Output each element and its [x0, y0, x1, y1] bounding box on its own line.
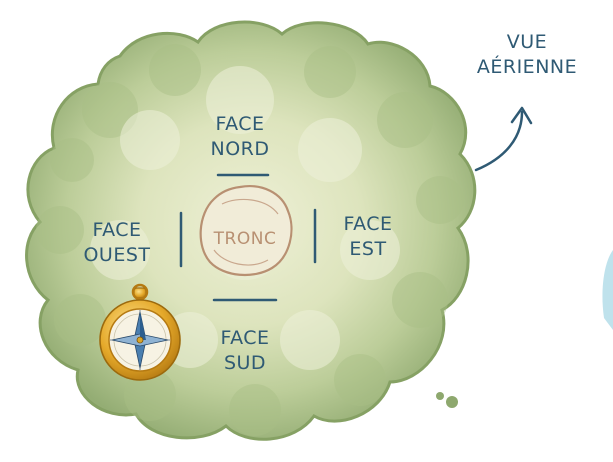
leaf-clump: [436, 392, 444, 400]
view-label-line2: AÉRIENNE: [468, 55, 586, 80]
arrow-icon: [476, 108, 531, 170]
face-west-line2: OUEST: [62, 243, 172, 268]
face-east-line2: EST: [323, 237, 413, 262]
face-north-label: FACE NORD: [190, 112, 290, 162]
face-south-line2: SUD: [195, 351, 295, 376]
face-north-line1: FACE: [190, 112, 290, 137]
leaf-clump: [446, 396, 458, 408]
face-west-line1: FACE: [62, 218, 172, 243]
view-label: VUE AÉRIENNE: [468, 30, 586, 80]
face-south-label: FACE SUD: [195, 326, 295, 376]
face-west-label: FACE OUEST: [62, 218, 172, 268]
partial-element-right-edge: [602, 250, 613, 330]
face-north-line2: NORD: [190, 137, 290, 162]
trunk-label: TRONC: [200, 229, 290, 249]
view-label-line1: VUE: [468, 30, 586, 55]
face-south-line1: FACE: [195, 326, 295, 351]
face-east-label: FACE EST: [323, 212, 413, 262]
face-east-line1: FACE: [323, 212, 413, 237]
